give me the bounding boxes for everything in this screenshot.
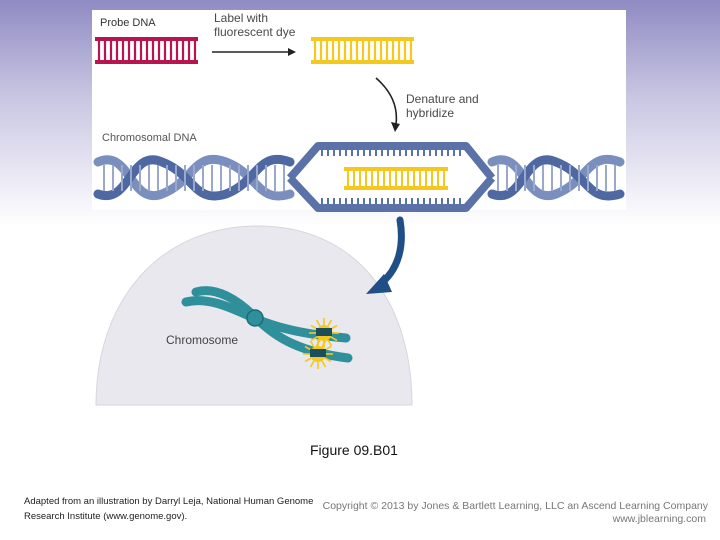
chromosomal-dna-label: Chromosomal DNA [102,132,197,144]
chromosomal-dna-helix [93,154,625,201]
probe-dna-label: Probe DNA [100,17,156,29]
publisher-website: www.jblearning.com [612,513,706,525]
denature-hybridize-label: Denature and hybridize [406,92,479,120]
arrow-to-chromosome [366,216,405,294]
illustration-credit: Adapted from an illustration by Darryl L… [24,496,314,522]
chromosome-figure [181,286,353,369]
fluorescent-signal [303,318,339,369]
labeled-probe-ladder [311,37,414,64]
figure-caption: Figure 09.B01 [310,442,398,458]
copyright-notice: Copyright © 2013 by Jones & Bartlett Lea… [322,500,708,512]
probe-dna-ladder [95,37,198,64]
label-fluorescent-label: Label with fluorescent dye [214,11,296,39]
chromosome-label: Chromosome [166,333,239,347]
denatured-bubble [286,142,496,212]
arrow-label-step [212,48,296,56]
arrow-denature-step [375,77,400,132]
